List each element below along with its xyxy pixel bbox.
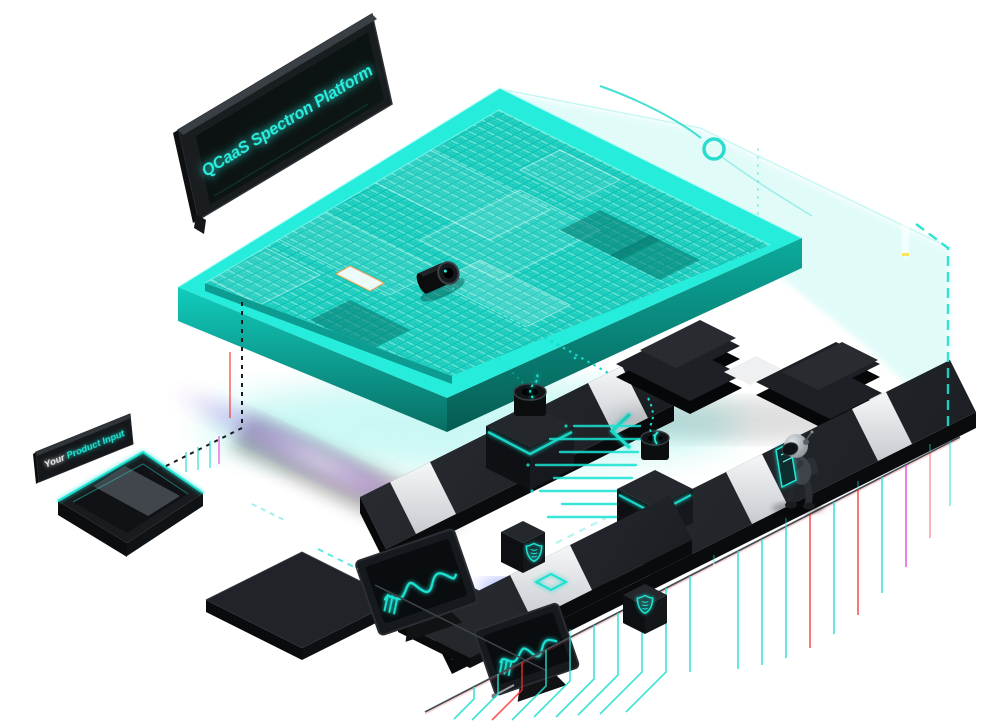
scanner-station-1 <box>486 371 574 490</box>
input-platform <box>57 450 204 557</box>
flat-slab-large <box>205 551 399 660</box>
waveform-monitor-1 <box>355 528 479 642</box>
purple-streak <box>168 385 412 509</box>
signal-emission-lines <box>526 424 644 519</box>
shield-wave-icon <box>636 594 654 615</box>
robot-figure <box>772 430 824 514</box>
data-funnel-overlay <box>504 89 951 425</box>
scanner-lens-icon <box>513 371 547 416</box>
belt-strip <box>726 454 788 524</box>
connector-dashes <box>149 302 243 475</box>
data-spool-icon <box>416 261 465 302</box>
shield-station-1 <box>501 521 545 573</box>
shield-wave-icon <box>525 542 543 563</box>
stacked-plates <box>610 320 910 442</box>
wire-ring-icon <box>599 85 813 217</box>
robot-visor <box>781 442 799 456</box>
shield-station-2 <box>623 584 667 634</box>
scanner-lens-icon <box>640 397 670 460</box>
belt-strip <box>390 462 456 534</box>
square-marker-icon <box>533 572 569 592</box>
input-sign: Your Product Input <box>33 413 134 484</box>
decor-dashes <box>251 503 607 570</box>
belt-strip <box>852 392 912 461</box>
light-streak <box>902 205 909 257</box>
waveform-monitor-2 <box>474 602 580 702</box>
belt-strip <box>510 545 592 620</box>
